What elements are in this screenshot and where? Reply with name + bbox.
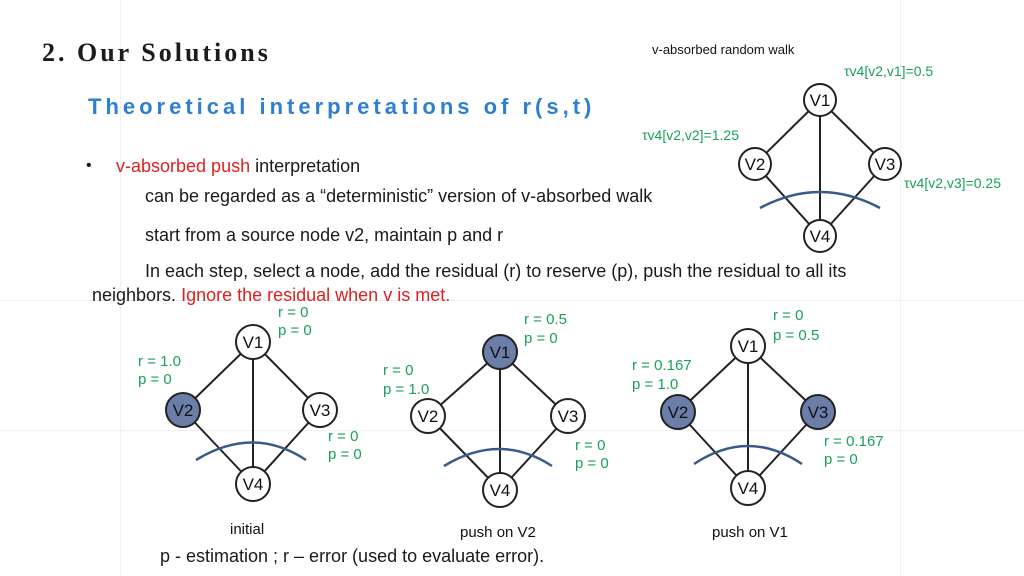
bullet-dot: • [86,157,92,174]
node-v2 [410,398,446,434]
footer-note: p - estimation ; r – error (used to eval… [160,546,545,566]
v2-r: r = 0.167 [632,357,692,374]
node-v1-label: V1 [810,91,831,110]
node-v1-label: V1 [243,333,264,352]
node-v3-label: V3 [558,407,579,426]
node-v2 [738,147,772,181]
tau-v1-label: τv4[v2,v1]=0.5 [844,63,933,79]
node-v2-label: V2 [418,407,439,426]
bullet-text: v-absorbed push interpretation [116,156,360,177]
v2-p: p = 0 [138,371,172,388]
v3-p: p = 0 [328,446,362,463]
v3-r: r = 0 [575,437,605,454]
graph-initial: V1 V2 V3 V4 r = 0 p = 0 r = 1.0 p = 0 r … [138,304,362,538]
node-v4-label: V4 [810,227,831,246]
absorb-curve [195,441,307,462]
node-v4 [730,470,766,506]
v2-r: r = 1.0 [138,353,181,370]
walk-title: v-absorbed random walk [652,42,795,57]
description-line-1: can be regarded as a “deterministic” ver… [145,186,653,206]
node-v3-label: V3 [808,403,829,422]
description-line-2: start from a source node v2, maintain p … [145,225,504,245]
node-v2-label: V2 [745,155,766,174]
v1-p: p = 0 [524,330,558,347]
description-line-4: neighbors. Ignore the residual when v is… [92,285,450,306]
v1-r: r = 0.5 [524,311,567,328]
node-v4 [803,219,837,253]
background-line [120,0,121,576]
node-v4 [482,472,518,508]
graph-push-v1: V1 V2 V3 V4 r = 0 p = 0.5 r = 0.167 p = … [632,307,884,541]
caption-push-v2: push on V2 [460,524,536,541]
bullet-red-text: v-absorbed push [116,156,251,176]
v1-p: p = 0.5 [773,327,819,344]
absorb-curve [443,447,553,468]
node-v2-label: V2 [173,401,194,420]
v2-p: p = 1.0 [632,376,678,393]
node-v1 [235,324,271,360]
v1-p: p = 0 [278,322,312,339]
tau-v2-label: τv4[v2,v2]=1.25 [642,127,739,143]
v2-r: r = 0 [383,362,413,379]
node-v3 [550,398,586,434]
caption-initial: initial [230,521,264,538]
node-v3-label: V3 [875,155,896,174]
node-v1 [730,328,766,364]
node-v2 [165,392,201,428]
v1-r: r = 0 [278,304,308,321]
line-4-red: Ignore the residual when v is met. [181,285,451,305]
node-v3 [302,392,338,428]
description-line-3: In each step, select a node, add the res… [145,261,847,281]
v1-r: r = 0 [773,307,803,324]
node-v1 [803,83,837,117]
v3-r: r = 0.167 [824,433,884,450]
bullet-black-text: interpretation [250,156,361,176]
line-4-black: neighbors. [92,285,182,305]
node-v1-label: V1 [738,337,759,356]
absorb-curve [759,190,881,210]
node-v1 [482,334,518,370]
caption-push-v1: push on V1 [712,524,788,541]
node-v2 [660,394,696,430]
v2-p: p = 1.0 [383,381,429,398]
background-line [0,300,1024,301]
node-v3 [800,394,836,430]
node-v4-label: V4 [243,475,264,494]
background-line [0,430,1024,431]
graph-push-v2: V1 V2 V3 V4 r = 0.5 p = 0 r = 0 p = 1.0 … [383,311,609,541]
v3-p: p = 0 [824,451,858,468]
tau-v3-label: τv4[v2,v3]=0.25 [904,175,1001,191]
absorb-curve [693,444,803,466]
v3-r: r = 0 [328,428,358,445]
node-v3-label: V3 [310,401,331,420]
push-steps-diagram: V1 V2 V3 V4 r = 0 p = 0 r = 1.0 p = 0 r … [138,304,884,541]
slide-title: 2. Our Solutions [42,38,271,67]
node-v1-label: V1 [490,343,511,362]
background-line [900,0,901,576]
v3-p: p = 0 [575,455,609,472]
node-v4-label: V4 [738,479,759,498]
node-v4 [235,466,271,502]
node-v3 [868,147,902,181]
slide-subtitle: Theoretical interpretations of r(s,t) [88,94,596,119]
node-v4-label: V4 [490,481,511,500]
walk-diagram: τv4[v2,v1]=0.5 τv4[v2,v2]=1.25 τv4[v2,v3… [642,63,1001,253]
node-v2-label: V2 [668,403,689,422]
